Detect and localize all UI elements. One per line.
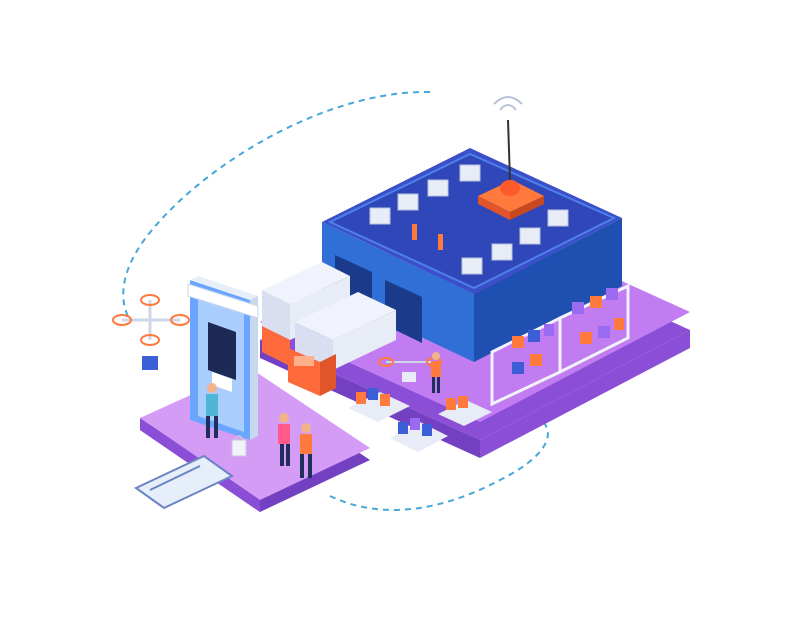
delivery-truck-icon xyxy=(262,262,396,396)
dashed-connection-path xyxy=(122,90,549,511)
drone-icon xyxy=(112,294,190,370)
person-figure xyxy=(431,352,441,393)
floor-pallets xyxy=(348,388,492,452)
antenna-icon xyxy=(493,96,523,111)
storage-shelves xyxy=(490,283,630,407)
alarm-beacon-icon xyxy=(478,119,544,220)
person-figure xyxy=(206,383,218,438)
people xyxy=(206,352,441,478)
smartphone-icon xyxy=(187,276,259,440)
warehouse-building xyxy=(322,96,622,362)
person-figure xyxy=(300,423,312,478)
boxes xyxy=(512,288,624,374)
shopping-bag-icon xyxy=(231,435,247,457)
roof-vents xyxy=(369,164,569,275)
person-figure xyxy=(278,413,290,466)
credit-card-icon xyxy=(134,454,234,510)
